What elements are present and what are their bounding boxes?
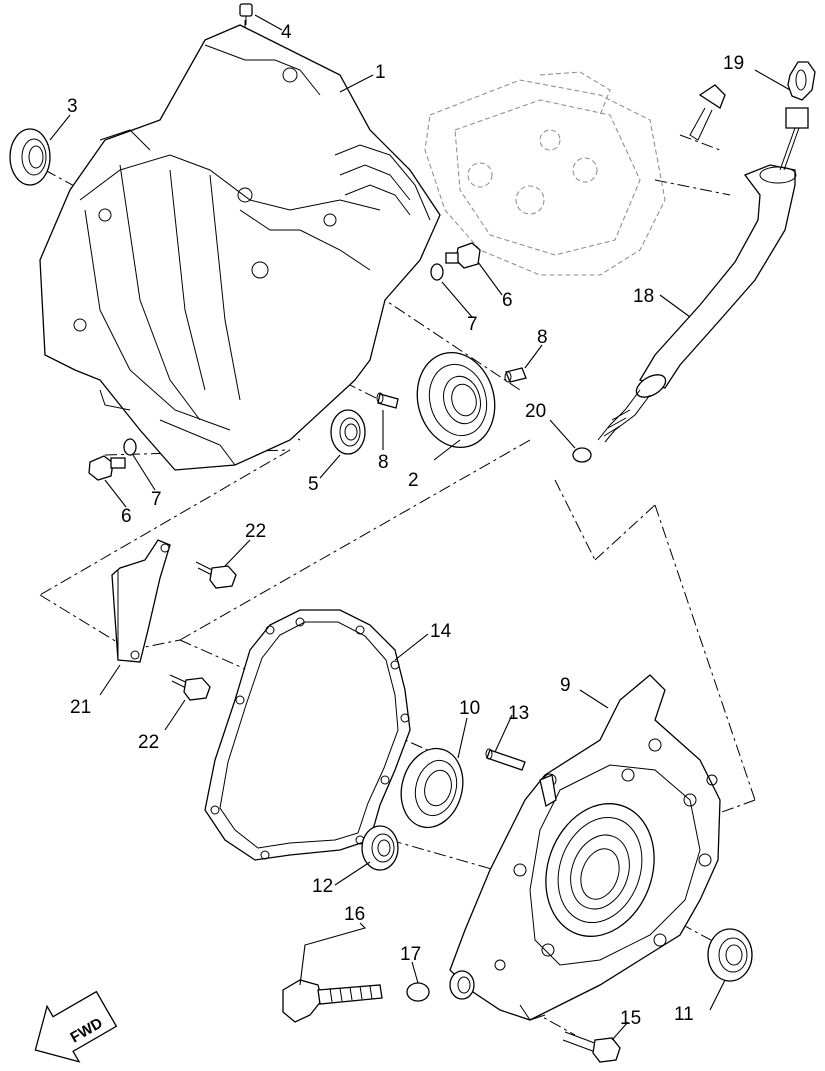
callout-18: 18 bbox=[633, 286, 654, 307]
callout-20: 20 bbox=[525, 401, 546, 422]
callout-22-upper: 22 bbox=[245, 521, 266, 542]
callout-15: 15 bbox=[620, 1008, 641, 1029]
callout-22-lower: 22 bbox=[138, 732, 159, 753]
oil-seal-part-10 bbox=[400, 747, 464, 829]
o-ring-part-17 bbox=[406, 982, 430, 1002]
callout-12: 12 bbox=[312, 876, 333, 897]
drain-bolt-part-6-upper bbox=[445, 242, 481, 269]
leader-lines bbox=[49, 14, 791, 1041]
callout-3: 3 bbox=[67, 96, 78, 117]
oil-seal-part-5 bbox=[330, 409, 366, 455]
callout-19: 19 bbox=[723, 53, 744, 74]
dowel-pin-part-8-upper bbox=[504, 367, 527, 383]
callout-14: 14 bbox=[430, 621, 452, 642]
callout-21: 21 bbox=[70, 697, 91, 718]
callout-8-upper: 8 bbox=[537, 327, 548, 348]
bolt-part-15 bbox=[562, 1031, 621, 1063]
callout-8-lower: 8 bbox=[378, 452, 389, 473]
washer-part-7-upper bbox=[430, 263, 444, 281]
oil-seal-part-3 bbox=[9, 128, 51, 186]
callout-9: 9 bbox=[560, 675, 571, 696]
bracket-part-21 bbox=[111, 539, 171, 663]
washer-part-7-lower bbox=[123, 438, 137, 456]
callout-6-upper: 6 bbox=[502, 290, 513, 311]
cylinder-head-phantom bbox=[424, 71, 666, 276]
drain-bolt-part-6-lower bbox=[88, 455, 126, 481]
dowel-part-13 bbox=[485, 748, 526, 771]
callout-7-upper: 7 bbox=[467, 314, 478, 335]
callout-13: 13 bbox=[508, 703, 529, 724]
bolt-part-22-upper bbox=[195, 561, 237, 589]
callout-6-lower: 6 bbox=[121, 506, 132, 527]
ball-bearing-part-2 bbox=[416, 351, 496, 449]
dowel-pin-part-8-lower bbox=[376, 392, 399, 409]
o-ring-part-20 bbox=[572, 447, 592, 463]
crankcase-cover-part-9 bbox=[449, 674, 721, 1021]
dipstick-part-19 bbox=[779, 61, 816, 171]
callout-labels: 1 2 3 4 5 6 6 7 7 8 8 9 10 11 12 13 14 1… bbox=[67, 22, 744, 1029]
bearing-part-12 bbox=[361, 825, 399, 871]
callout-17: 17 bbox=[400, 944, 421, 965]
fwd-direction-arrow: FWD bbox=[34, 990, 118, 1063]
callout-11: 11 bbox=[674, 1004, 694, 1025]
callout-16: 16 bbox=[344, 904, 365, 925]
callout-4: 4 bbox=[281, 22, 292, 43]
callout-1: 1 bbox=[375, 62, 386, 83]
callout-10: 10 bbox=[459, 698, 480, 719]
drain-plug-part-16 bbox=[282, 979, 383, 1023]
callout-7-lower: 7 bbox=[151, 489, 162, 510]
oil-filler-tube-part-18 bbox=[597, 164, 797, 443]
oil-seal-part-11 bbox=[707, 928, 753, 982]
callout-2: 2 bbox=[408, 470, 419, 491]
callout-5: 5 bbox=[308, 474, 319, 495]
bolt-part-4 bbox=[239, 3, 253, 25]
gasket-part-14 bbox=[204, 609, 411, 861]
bolt-part-22-lower bbox=[169, 674, 211, 701]
tube-mount-bolt bbox=[689, 84, 726, 141]
crankcase bbox=[39, 24, 441, 471]
